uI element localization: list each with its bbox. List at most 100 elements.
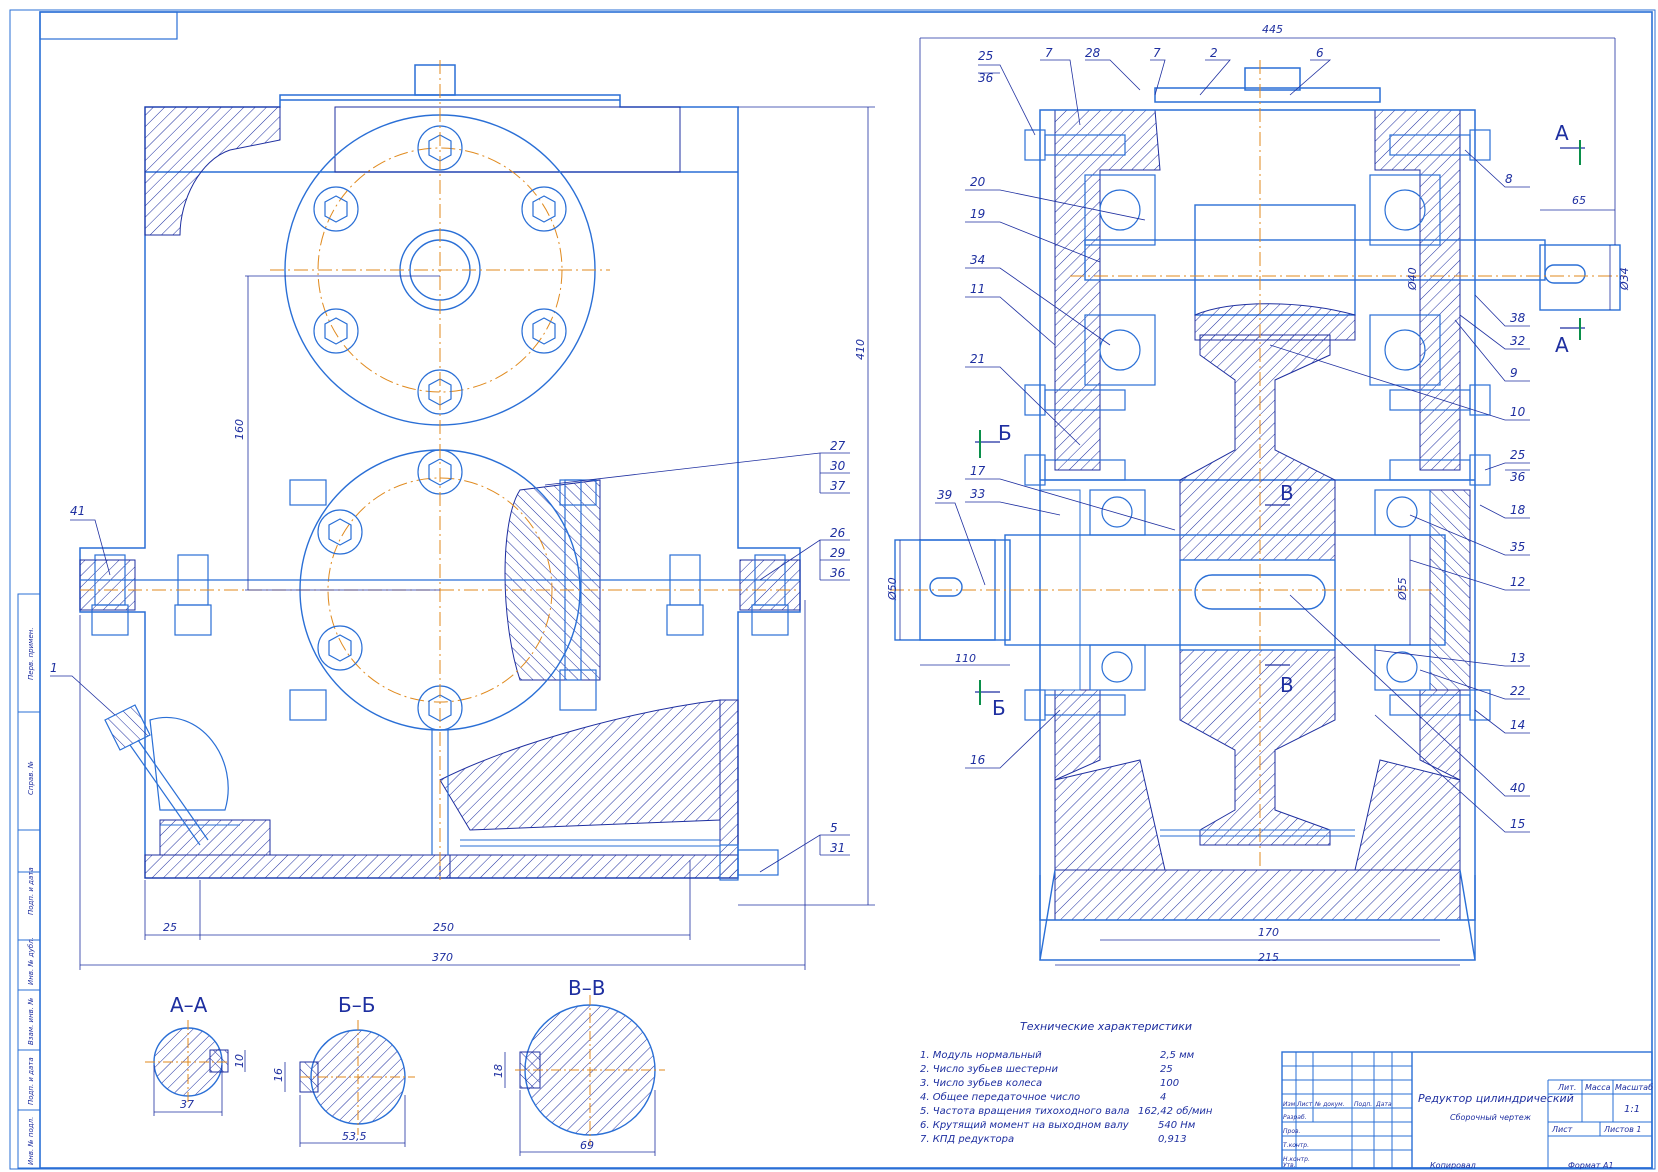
side-stamp-labels: Перв. примен. Справ. № Подп. и дата Инв.… — [27, 627, 35, 1165]
callout-31: 31 — [830, 841, 845, 855]
dim-110: 110 — [955, 652, 976, 665]
dim-250: 250 — [433, 921, 454, 934]
dim-445: 445 — [1262, 23, 1283, 36]
section-bb-dim: 53,5 — [342, 1130, 367, 1143]
oil-dipstick — [104, 704, 229, 846]
dim-50: Ø50 — [886, 577, 899, 601]
tb-izm: Изм. — [1283, 1101, 1297, 1108]
tb-scale: Масштаб — [1615, 1083, 1653, 1092]
callout-36-side: 36 — [830, 566, 846, 580]
tech-row-3: 3. Число зубьев колеса — [920, 1077, 1042, 1089]
callout-28: 28 — [1085, 46, 1101, 60]
callout-5: 5 — [830, 821, 838, 835]
tech-row-2: 2. Число зубьев шестерни — [920, 1063, 1058, 1075]
dim-25: 25 — [163, 921, 177, 934]
tech-row-2-value: 25 — [1160, 1064, 1173, 1075]
front-dimensions — [899, 37, 1616, 966]
dim-34: Ø34 — [1618, 267, 1631, 291]
callout-6: 6 — [1316, 46, 1324, 60]
section-mark-a-bottom: А — [1555, 333, 1569, 357]
callout-8: 8 — [1505, 172, 1513, 186]
callout-10: 10 — [1510, 405, 1526, 419]
tb-mass: Масса — [1585, 1083, 1611, 1092]
stamp-inv-podl: Инв. № подл. — [27, 1117, 35, 1165]
front-cover-bolts — [1024, 129, 1491, 721]
sheet-frame — [9, 9, 1656, 1170]
tb-podp: Подп. — [1354, 1101, 1372, 1108]
drain-plug — [719, 844, 779, 881]
dim-370: 370 — [432, 951, 453, 964]
tech-row-7-value: 0,913 — [1158, 1134, 1187, 1145]
tech-characteristics: Технические характеристики 1. Модуль нор… — [920, 1020, 1213, 1145]
stamp-podp2: Подп. и дата — [27, 1057, 35, 1105]
front-centre-lines — [890, 60, 1625, 870]
tb-kopir: Копировал — [1430, 1161, 1476, 1170]
output-shaft — [894, 534, 1446, 651]
tb-name: Редуктор цилиндрический — [1418, 1092, 1574, 1105]
section-vv-title: В–В — [568, 976, 605, 1000]
callout-37: 37 — [830, 479, 846, 493]
side-oil-level — [160, 824, 720, 847]
callout-2: 2 — [1210, 46, 1218, 60]
callout-19: 19 — [970, 207, 985, 221]
callout-26: 26 — [830, 526, 846, 540]
tb-data: Дата — [1375, 1101, 1392, 1108]
section-bb: Б–Б 53,5 16 — [272, 993, 415, 1147]
stamp-podp1: Подп. и дата — [27, 867, 35, 915]
section-vv: В–В 69 18 — [492, 976, 665, 1156]
callout-41: 41 — [70, 504, 85, 518]
tb-razrab: Разраб. — [1283, 1114, 1307, 1121]
section-mark-v-bottom: В — [1280, 673, 1294, 697]
dim-215: 215 — [1258, 951, 1279, 964]
callout-13: 13 — [1510, 651, 1525, 665]
section-cut-marks — [975, 140, 1585, 705]
title-block — [1281, 1051, 1653, 1169]
tb-scale-value: 1:1 — [1624, 1104, 1640, 1115]
tb-sheet: Лист — [1551, 1125, 1573, 1134]
callout-38: 38 — [1510, 311, 1526, 325]
title-block-text: Редуктор цилиндрический Сборочный чертеж… — [1283, 1083, 1653, 1169]
dim-160: 160 — [233, 419, 246, 440]
tb-nkontr: Н.контр. — [1283, 1156, 1310, 1163]
front-view: А А Б Б В В 445 65 Ø40 Ø34 Ø50 110 Ø55 1… — [886, 23, 1631, 966]
tb-sheets: Листов 1 — [1603, 1125, 1642, 1134]
tech-row-5: 5. Частота вращения тихоходного вала — [920, 1106, 1130, 1117]
tb-tkontr: Т.контр. — [1283, 1142, 1309, 1149]
input-shaft — [1084, 204, 1621, 316]
section-mark-b-bottom: Б — [992, 696, 1006, 720]
stamp-perv: Перв. примен. — [27, 627, 35, 680]
callout-14: 14 — [1510, 718, 1525, 732]
section-bb-key-dim: 16 — [272, 1068, 285, 1082]
side-dimensions — [79, 106, 875, 970]
tech-row-4-value: 4 — [1160, 1092, 1166, 1103]
stamp-inv-dubl: Инв. № дубл. — [27, 937, 35, 985]
callout-7-b: 7 — [1153, 46, 1161, 60]
callout-21: 21 — [970, 352, 985, 366]
tb-lit: Лит. — [1557, 1083, 1576, 1092]
callout-11: 11 — [970, 282, 985, 296]
callout-36-right: 36 — [1510, 470, 1526, 484]
dim-40: Ø40 — [1406, 267, 1419, 291]
callout-12: 12 — [1510, 575, 1525, 589]
callout-39: 39 — [937, 488, 952, 502]
tech-title: Технические характеристики — [1020, 1020, 1192, 1033]
stamp-sprav: Справ. № — [27, 761, 35, 795]
tech-row-4: 4. Общее передаточное число — [920, 1091, 1080, 1103]
front-oil-level — [1160, 829, 1355, 837]
callout-27: 27 — [830, 439, 846, 453]
tech-row-6-value: 540 Нм — [1158, 1120, 1196, 1131]
tech-row-1-value: 2,5 мм — [1160, 1050, 1195, 1061]
callout-17: 17 — [970, 464, 986, 478]
section-aa: А–А 37 10 — [145, 993, 246, 1116]
callout-9: 9 — [1510, 366, 1518, 380]
callout-16: 16 — [970, 753, 986, 767]
section-mark-b-top: Б — [998, 421, 1012, 445]
tech-row-7: 7. КПД редуктора — [920, 1134, 1014, 1145]
tb-prov: Пров. — [1283, 1128, 1301, 1135]
callout-32: 32 — [1510, 334, 1525, 348]
callout-30: 30 — [830, 459, 846, 473]
callout-15: 15 — [1510, 817, 1525, 831]
callout-36-front: 36 — [978, 71, 994, 85]
dim-65: 65 — [1572, 194, 1586, 207]
